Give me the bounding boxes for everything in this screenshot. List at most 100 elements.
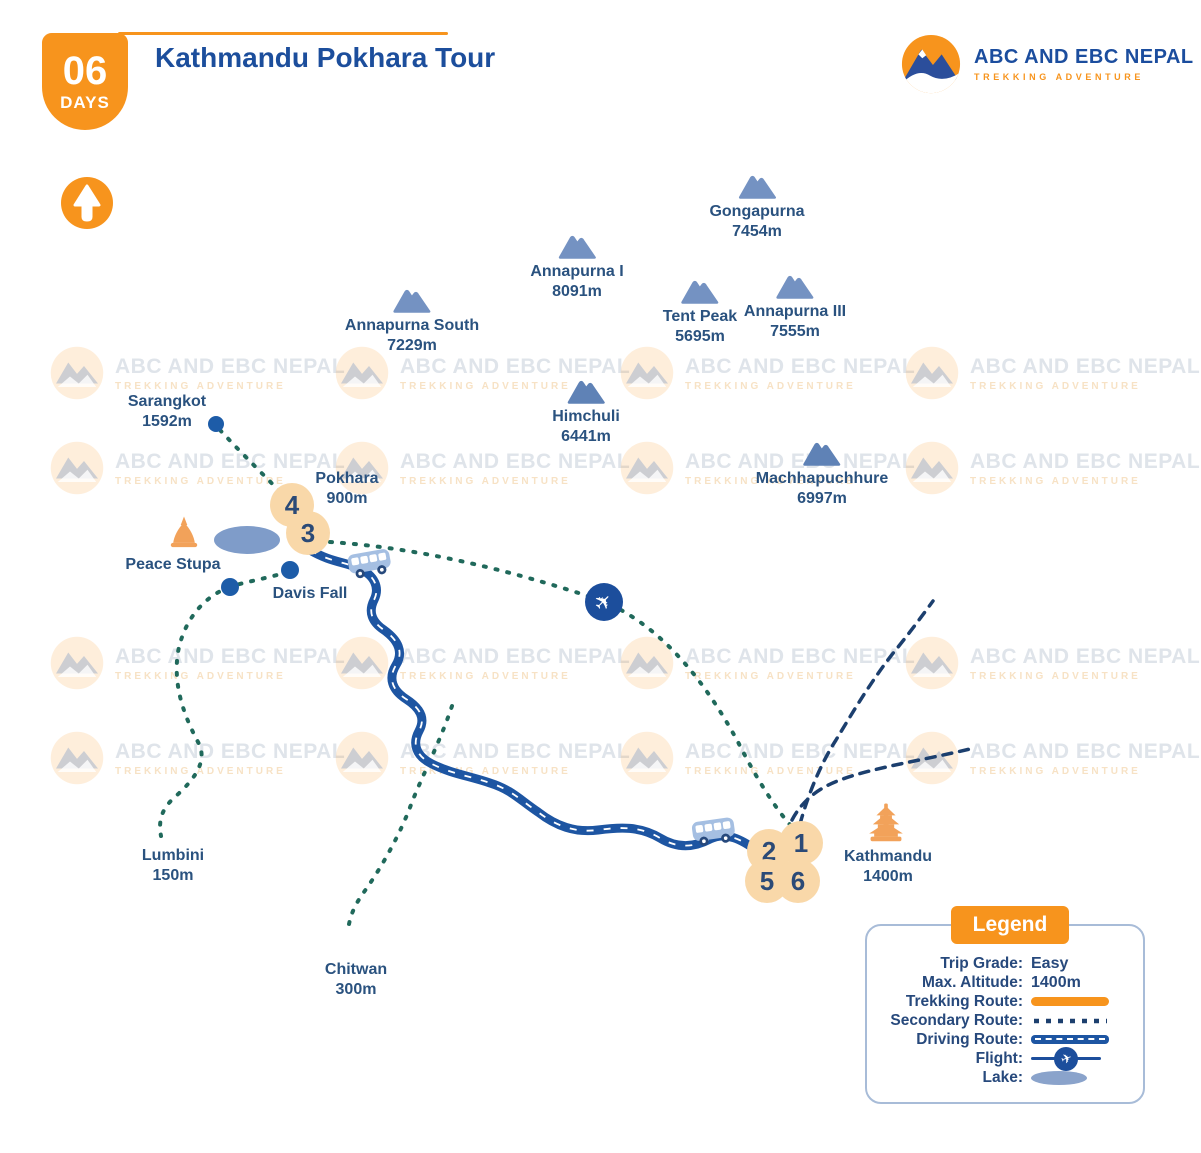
legend-value: Easy <box>1031 954 1069 972</box>
legend-title: Legend <box>951 906 1069 944</box>
logo-name: ABC AND EBC NEPAL <box>974 46 1194 68</box>
label-lumbini: Lumbini 150m <box>142 846 204 886</box>
legend-label: Lake: <box>982 1068 1024 1086</box>
peak-name: Machhapuchhure <box>755 470 889 487</box>
peace-stupa-marker <box>221 578 239 596</box>
peak-annapurna-iii: Annapurna III 7555m <box>744 272 846 342</box>
stop-number: 2 <box>761 835 777 866</box>
lake-symbol <box>1031 1070 1087 1085</box>
place-name: Sarangkot <box>127 393 207 410</box>
label-pokhara: Pokhara 900m <box>315 469 378 509</box>
peak-altitude: 7454m <box>732 223 782 240</box>
mountain-icon <box>681 280 719 304</box>
peak-gongapurna: Gongapurna 7454m <box>709 172 805 242</box>
logo-tagline: TREKKING ADVENTURE <box>974 72 1144 82</box>
flight-path <box>328 540 797 832</box>
peak-name: Annapurna I <box>530 263 624 280</box>
legend-value: 1400m <box>1031 973 1081 991</box>
mountain-icon <box>558 235 596 259</box>
peace-stupa-icon <box>168 516 200 556</box>
bus-icon <box>345 546 394 586</box>
north-arrow-icon <box>61 177 113 229</box>
mountain-icon <box>776 275 814 299</box>
peak-altitude: 6997m <box>797 490 847 507</box>
label-chitwan: Chitwan 300m <box>325 960 387 1000</box>
peak-altitude: 8091m <box>552 283 602 300</box>
stop-day-6: 6 <box>776 859 820 903</box>
days-label: DAYS <box>60 92 110 112</box>
legend-row-driving-route: Driving Route: <box>875 1031 1127 1048</box>
days-number: 06 <box>62 48 108 93</box>
bus-icon <box>690 815 738 854</box>
page-title: Kathmandu Pokhara Tour <box>155 42 496 73</box>
stop-number: 1 <box>793 827 809 858</box>
legend-label: Trip Grade: <box>940 954 1023 972</box>
sarangkot-marker <box>208 416 224 432</box>
label-sarangkot: Sarangkot 1592m <box>128 392 206 432</box>
legend-label: Secondary Route: <box>890 1011 1023 1029</box>
driving-route-symbol <box>1031 1035 1109 1044</box>
days-badge: 06 DAYS <box>42 33 128 130</box>
peak-tent-peak: Tent Peak 5695m <box>663 277 737 347</box>
legend-rows: Trip Grade: Easy Max. Altitude: 1400m Tr… <box>875 955 1127 1086</box>
trekking-route-symbol <box>1031 997 1109 1006</box>
label-davis-fall: Davis Fall <box>273 584 348 604</box>
stop-day-4: 4 <box>270 483 314 527</box>
logo-mountain-icon <box>901 34 961 94</box>
place-altitude: 900m <box>326 490 368 507</box>
davis-fall-marker <box>281 561 299 579</box>
secondary-route-north-path <box>798 599 935 826</box>
kathmandu-pagoda-icon <box>866 803 906 850</box>
peak-altitude: 7229m <box>387 337 437 354</box>
legend-label: Flight: <box>975 1049 1023 1067</box>
label-kathmandu: Kathmandu 1400m <box>844 847 932 887</box>
peak-annapurna-south: Annapurna South 7229m <box>345 286 479 356</box>
mountain-icon <box>567 380 605 404</box>
flight-symbol: ✈ <box>1031 1046 1101 1071</box>
peak-name: Annapurna South <box>344 317 480 334</box>
peak-name: Tent Peak <box>662 308 738 325</box>
secondary-route-symbol <box>1034 1018 1107 1023</box>
stop-number: 4 <box>284 489 300 520</box>
peak-annapurna-i: Annapurna I 8091m <box>530 232 624 302</box>
legend-row-trip-grade: Trip Grade: Easy <box>875 955 1127 972</box>
sarangkot-trail-path <box>218 428 288 500</box>
peak-himchuli: Himchuli 6441m <box>552 377 620 447</box>
chitwan-route-path <box>346 704 454 932</box>
peak-altitude: 5695m <box>675 328 725 345</box>
header-underline <box>118 32 448 35</box>
label-peace-stupa: Peace Stupa <box>125 555 220 575</box>
peak-name: Annapurna III <box>743 303 847 320</box>
place-altitude: 1592m <box>142 413 192 430</box>
mountain-icon <box>803 442 841 466</box>
place-name: Chitwan <box>324 961 388 978</box>
company-logo: ABC AND EBC NEPAL TREKKING ADVENTURE <box>900 33 1194 95</box>
peak-machhapuchhure: Machhapuchhure 6997m <box>756 439 888 509</box>
place-name: Davis Fall <box>272 585 348 602</box>
legend-label: Trekking Route: <box>905 992 1023 1010</box>
place-altitude: 300m <box>335 981 377 998</box>
peak-altitude: 7555m <box>770 323 820 340</box>
mountain-icon <box>738 175 776 199</box>
place-altitude: 1400m <box>863 868 913 885</box>
legend-row-secondary-route: Secondary Route: <box>875 1012 1127 1029</box>
peak-name: Himchuli <box>552 408 620 425</box>
mountain-icon <box>393 289 431 313</box>
secondary-route-east-path <box>790 746 976 822</box>
legend-row-flight: Flight: ✈ <box>875 1046 1127 1071</box>
legend-box <box>865 924 1145 1104</box>
phewa-lake <box>214 526 280 554</box>
stop-number: 5 <box>759 865 775 896</box>
place-name: Pokhara <box>315 470 379 487</box>
stop-number: 3 <box>300 517 316 548</box>
lumbini-route-path <box>158 570 290 838</box>
place-name: Kathmandu <box>844 848 932 865</box>
legend-label: Max. Altitude: <box>921 973 1023 991</box>
legend-row-trekking-route: Trekking Route: <box>875 993 1127 1010</box>
legend-label: Driving Route: <box>916 1030 1023 1048</box>
place-altitude: 150m <box>152 867 194 884</box>
legend-row-lake: Lake: <box>875 1069 1127 1086</box>
place-name: Lumbini <box>141 847 205 864</box>
